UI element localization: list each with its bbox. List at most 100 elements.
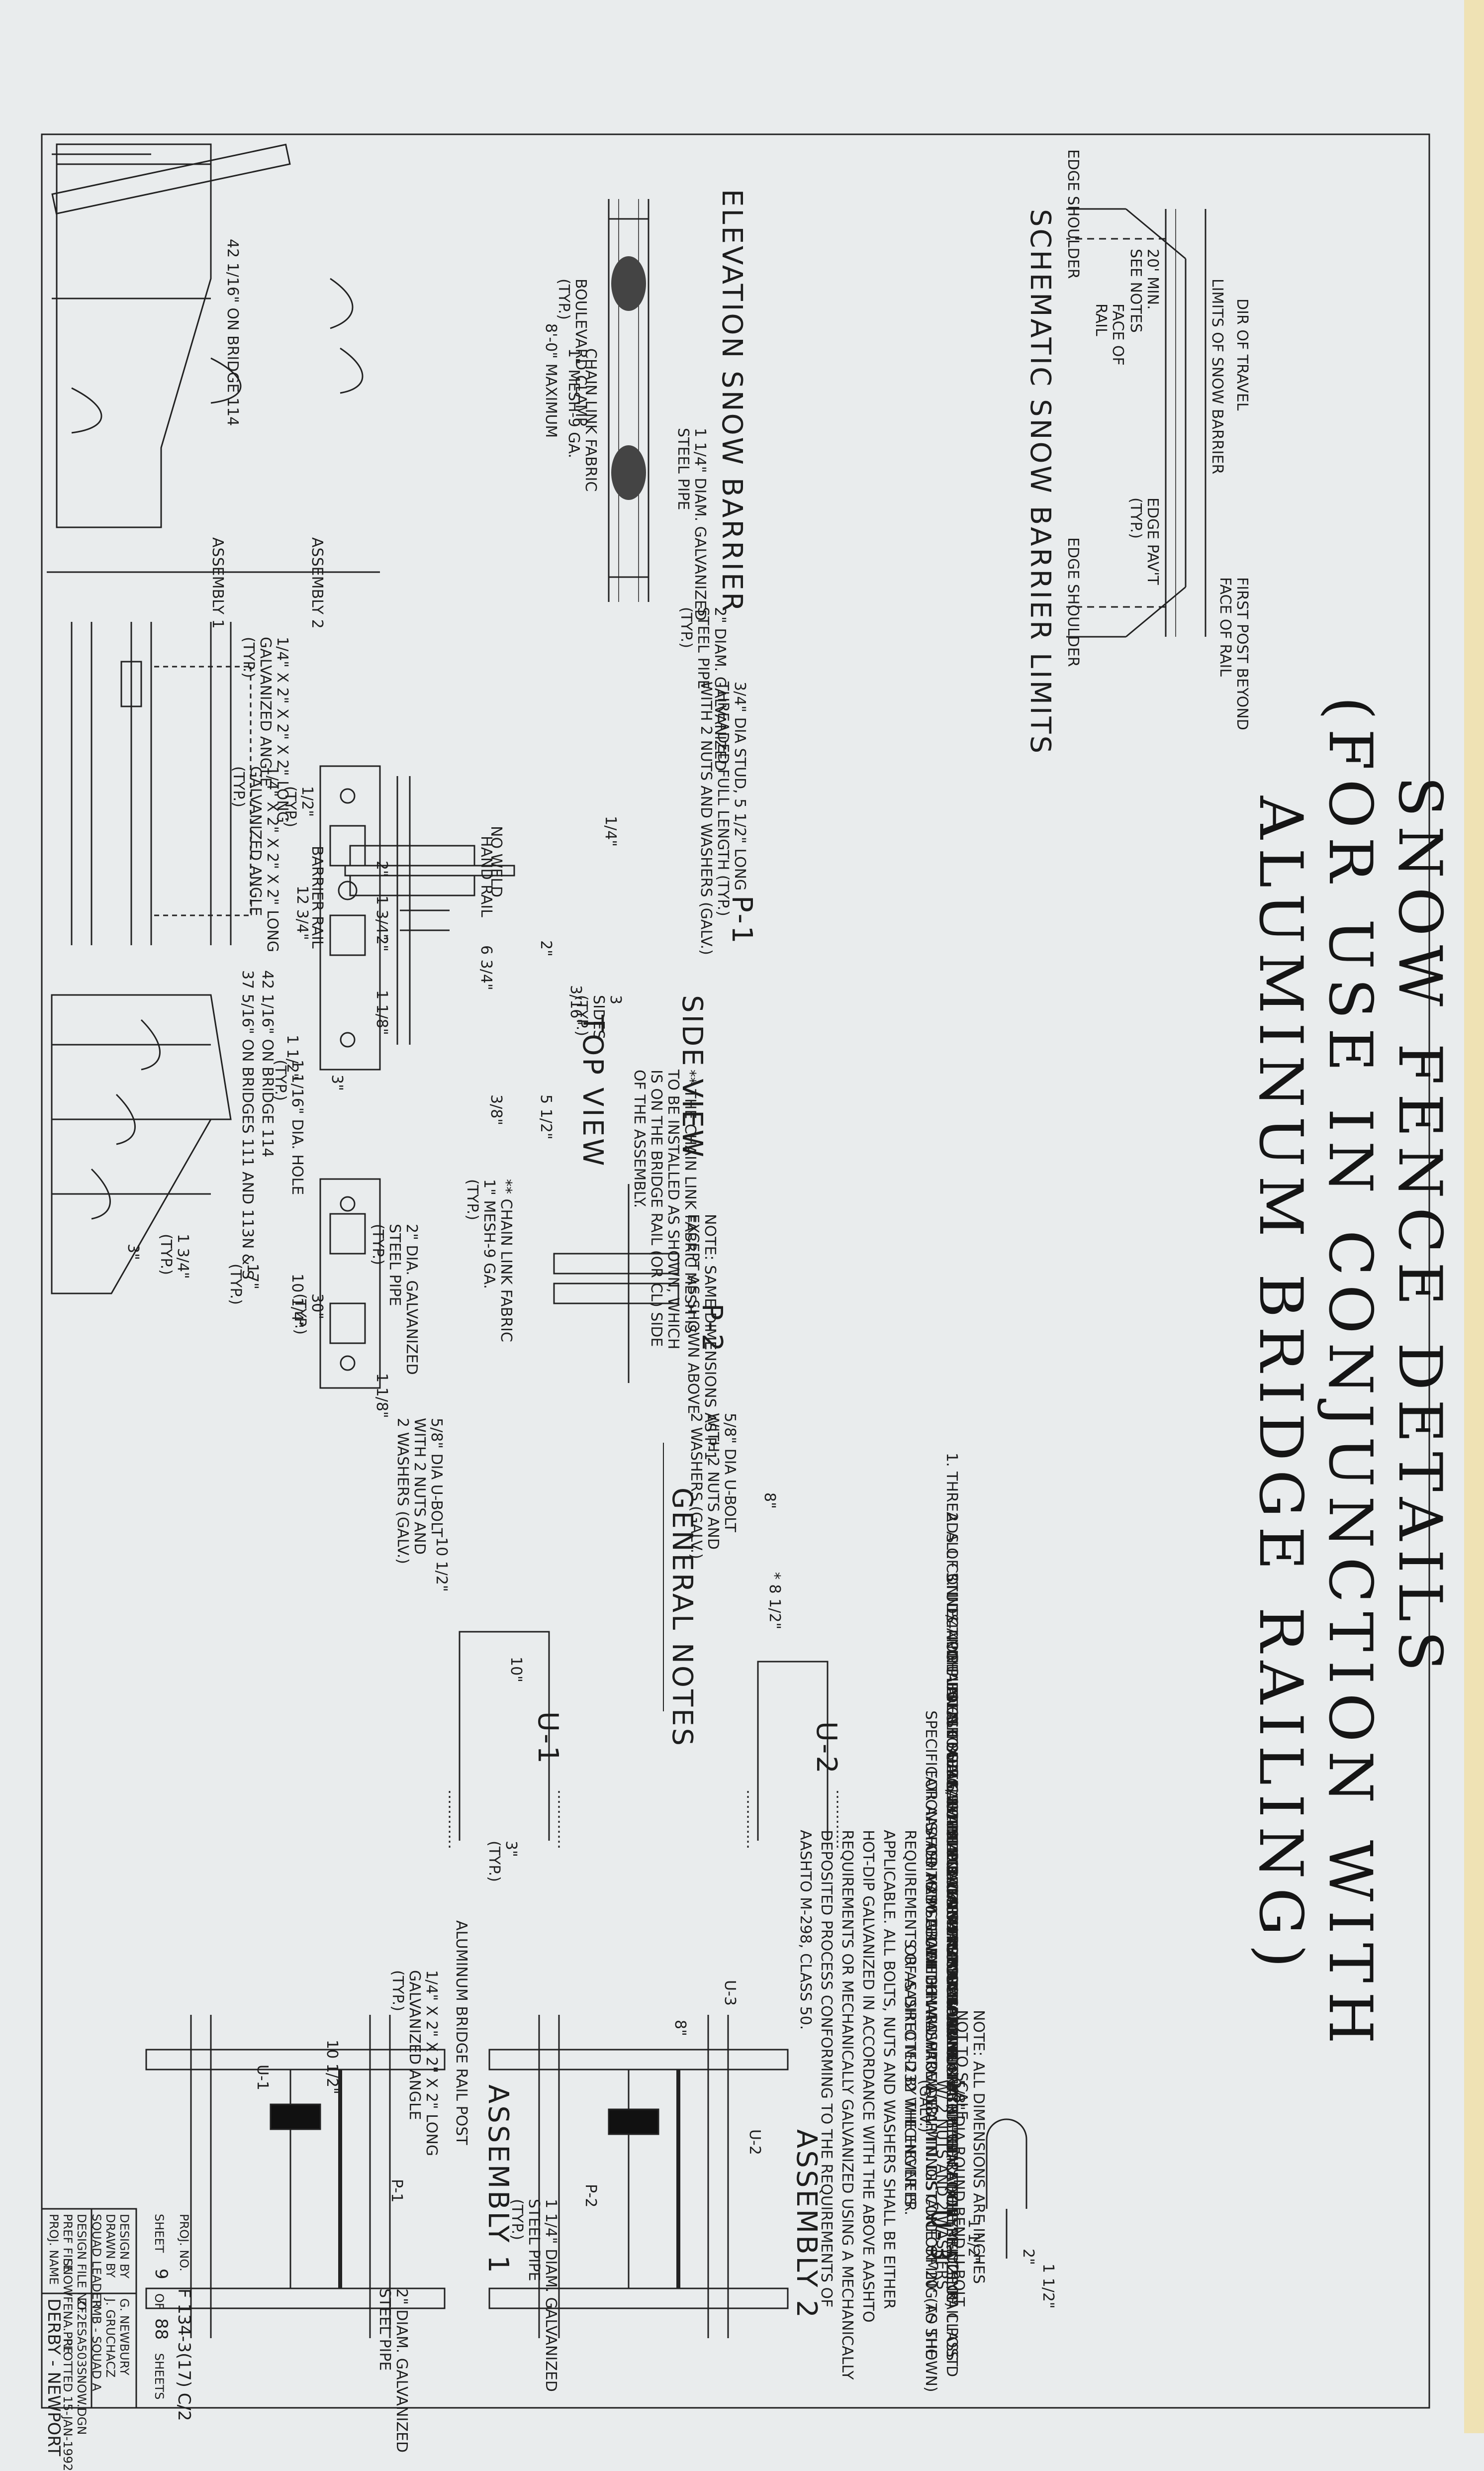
assembly-p2: P-2 (582, 2184, 599, 2208)
dim-37-mid: 37 5/16" ON BRIDGES 111 AND 113N & S (239, 970, 256, 1280)
hole-label: 1 1/16" DIA. HOLE (TYP.) (272, 1060, 306, 1195)
bridge-section-left (52, 144, 363, 527)
proj-name: DERBY - NEWPORT (44, 2298, 64, 2457)
plate-p1-top-view (320, 766, 380, 1070)
edge-paymt: EDGE PAV'T (TYP.) (1127, 497, 1161, 585)
design-file: ZF2ESA503SNOW.DGN (75, 2298, 89, 2435)
dim-3: 3" (124, 1244, 142, 1260)
limits-label: LIMITS OF SNOW BARRIER (1208, 279, 1226, 475)
p1-dim-11: 3/8" (487, 1094, 505, 1126)
drawn-by: J. GRUCHACZ (103, 2298, 117, 2378)
u1-width: 10 1/2" (433, 1537, 450, 1592)
p1-dim-4: 2" (373, 935, 390, 952)
squad-leader-label: SQUAD LEADER (90, 2214, 103, 2308)
assembly-u2: U-2 (746, 2129, 763, 2155)
bridge-section-right (52, 995, 231, 1293)
sheet-border (42, 134, 1429, 2408)
plate-p2 (320, 1179, 678, 1388)
assembly-p1: P-1 (388, 2179, 405, 2203)
total-sheets: 88 (151, 2318, 171, 2340)
chain-link-label: CHAIN LINK FABRIC 1" MESH-9 GA. (565, 348, 599, 492)
edge-shoulder-left: EDGE SHOULDER (1064, 149, 1082, 279)
p1-angle-label: 1/4" X 2" X 2" X 2" LONG GALVANIZED ANGL… (230, 766, 281, 953)
p1-dim-6: 1 1/2" (283, 1035, 301, 1080)
proj-no-label: PROJ. NO. (177, 2214, 191, 2272)
u1-label: U-1 (532, 1711, 564, 1766)
assembly-pipe2: 2" DIAM. GALVANIZED STEEL PIPE (376, 2288, 410, 2453)
assembly-u3: U-3 (721, 1980, 739, 2006)
plan-rails (47, 572, 380, 945)
schematic-limits (1066, 209, 1206, 637)
general-notes-heading: GENERAL NOTES (666, 1487, 698, 1748)
title-line-1: SNOW FENCE DETAILS (1385, 776, 1454, 1680)
drawn-by-label: DRAWN BY (103, 2214, 117, 2278)
assembly-1-callout: ASSEMBLY 1 (209, 537, 226, 629)
proj-no: F 134-3(17) C/2 (174, 2288, 194, 2421)
p2-dim-1014: 10 1/4" (288, 1274, 306, 1328)
assembly-2-drawing (489, 2015, 788, 2338)
plate-p1-side-view (345, 776, 514, 1045)
proj-name-label: PROJ. NAME (47, 2214, 61, 2285)
assembly-pipe125: 1 1/4" DIAM. GALVANIZED STEEL PIPE (TYP.… (508, 2199, 559, 2392)
u2-bolt (748, 1662, 837, 1851)
p1-dim-0: 1/2" (TYP.) (281, 786, 316, 828)
p1-dim-12: 1/4" (602, 816, 619, 847)
elevation-heading: ELEVATION SNOW BARRIER (716, 189, 748, 614)
rail-post-label: ALUMINUM BRIDGE RAIL POST (453, 1920, 470, 2145)
u3-bolt (987, 2119, 1026, 2259)
p1-dim-9: 2" (537, 940, 555, 957)
chain-link-star: ** CHAIN LINK FABRIC 1" MESH-9 GA. (TYP.… (464, 1179, 515, 1342)
assembly-w1: 10 1/2" (323, 2040, 341, 2094)
u1-height: 10" (507, 1657, 525, 1682)
p2-dim-118: 1 1/8" (373, 1373, 390, 1418)
first-post-label: FIRST POST BEYOND FACE OF RAIL (1216, 577, 1251, 730)
p1-dim-7: 3" (328, 1075, 346, 1091)
elevation-barrier (609, 199, 649, 602)
dim-134: 1 3/4" (TYP.) (157, 1234, 191, 1279)
squad-leader: TMB - SQUAD A (90, 2298, 103, 2391)
u-thread: 3" (TYP.) (485, 1841, 520, 1882)
dim-17: 17" (TYP.) (227, 1264, 261, 1305)
assembly-angle: 1/4" X 2" X 2" X 2" LONG GALVANIZED ANGL… (389, 1970, 440, 2157)
u2-height: * 8 1/2" (766, 1572, 783, 1630)
sheet-label: SHEET (152, 2214, 166, 2253)
title-line-3: ALUMINUM BRIDGE RAILING) (1246, 796, 1315, 1977)
title-line-2: (FOR USE IN CONJUNCTION WITH (1315, 696, 1385, 2053)
p1-dim-3: 1 3/4" (373, 895, 390, 941)
min-note: 20' MIN. SEE NOTES (1127, 249, 1161, 333)
note-9: 9. SNOW BARRIER SHALL BEGIN AT THE BRIDG… (901, 1925, 960, 2392)
p1-dim-14: 3 SIDES (TYP.) (573, 995, 624, 1039)
p1-dim-1: 12 3/4" (293, 886, 311, 940)
no-weld-label: NO WELD (487, 826, 505, 898)
assembly-w2: 8" (671, 2020, 689, 2036)
design-by-label: DESIGN BY (117, 2214, 131, 2278)
u2-label: U-2 (810, 1721, 842, 1776)
design-by: G. NEWBURY (117, 2298, 131, 2375)
stud-label: 3/4" DIA STUD, 5 1/2" LONG THREADED FULL… (697, 682, 748, 955)
tape-strip (1464, 0, 1484, 2433)
bridge-steel-pipe: 2" DIA. GALVANIZED STEEL PIPE (TYP.) (369, 1224, 420, 1375)
title-block-frame (42, 2209, 136, 2408)
dim-42-top: 42 1/16" ON BRIDGE 114 (224, 239, 241, 426)
barrier-rail-label: BARRIER RAIL (308, 846, 326, 949)
assembly-2-callout: ASSEMBLY 2 (308, 537, 326, 629)
assembly-1-drawing (146, 2015, 445, 2338)
face-of-rail: FACE OF RAIL (1092, 303, 1126, 366)
p1-dim-2: 2" (373, 861, 390, 877)
u2-width: 8" (761, 1492, 778, 1509)
p1-dim-8: 6 3/4" (477, 945, 495, 990)
edge-shoulder-right: EDGE SHOULDER (1064, 537, 1082, 667)
dir-of-travel: DIR OF TRAVEL (1233, 298, 1251, 411)
assembly-u1: U-1 (254, 2065, 271, 2090)
of-label: OF (152, 2293, 166, 2310)
sheets-label: SHEETS (152, 2353, 166, 2400)
u1-bolt (450, 1632, 559, 1851)
u3-dim-1: 2" (1020, 2249, 1037, 2265)
sheet-number: 9 (151, 2269, 171, 2279)
pipe-125-label: 1 1/4" DIAM. GALVANIZED STEEL PIPE (674, 428, 709, 621)
u3-dim-3: 1 1/2" (1039, 2264, 1057, 2309)
schematic-heading: SCHEMATIC SNOW BARRIER LIMITS (1024, 209, 1056, 756)
